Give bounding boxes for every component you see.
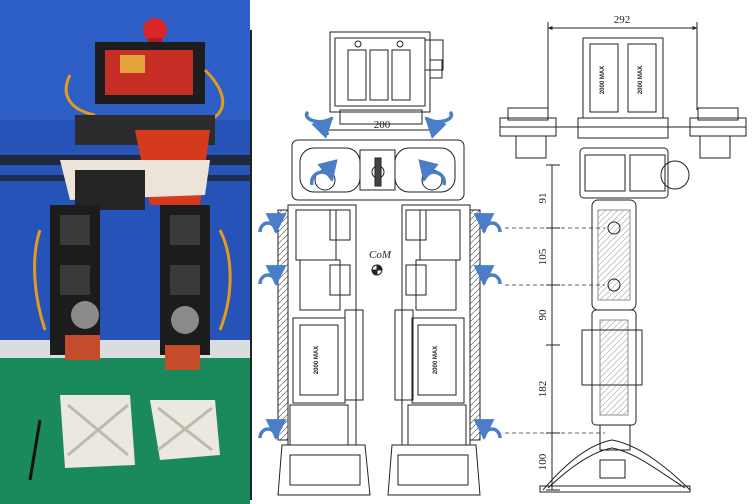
knee-right-arrow-icon	[473, 265, 502, 287]
front-view-drawing	[250, 30, 481, 500]
hip-roll-left-arrow-icon	[309, 159, 338, 186]
emergency-stop-icon	[143, 18, 167, 42]
side-motor-label-right: 2000 MAX	[638, 66, 644, 94]
side-view-drawing	[499, 22, 747, 493]
hip-yaw-left-arrow-icon	[304, 110, 334, 139]
joint-rotation-arrows	[258, 110, 502, 441]
side-dim-label-5: 100	[537, 453, 549, 470]
side-dim-label-4: 182	[537, 381, 549, 398]
overall-width-dim-label: 292	[614, 14, 631, 26]
hip-pitch-left-arrow-icon	[258, 213, 287, 235]
hip-yaw-right-arrow-icon	[424, 110, 454, 139]
right-motor-label: 2000 MAX	[433, 346, 439, 374]
side-dim-label-2: 105	[537, 248, 549, 265]
hip-pitch-right-arrow-icon	[473, 213, 502, 235]
side-dim-label-3: 90	[537, 309, 549, 321]
side-motor-label-left: 2000 MAX	[600, 66, 606, 94]
side-dim-label-1: 91	[537, 193, 549, 204]
ankle-right-arrow-icon	[473, 419, 502, 441]
robot-photo	[0, 0, 250, 504]
left-motor-label: 2000 MAX	[314, 346, 320, 374]
knee-left-arrow-icon	[258, 265, 287, 287]
hip-roll-right-arrow-icon	[418, 159, 447, 186]
hip-width-dim-label: 200	[374, 119, 391, 131]
com-label: CoM	[369, 249, 392, 261]
ankle-left-arrow-icon	[258, 419, 287, 441]
